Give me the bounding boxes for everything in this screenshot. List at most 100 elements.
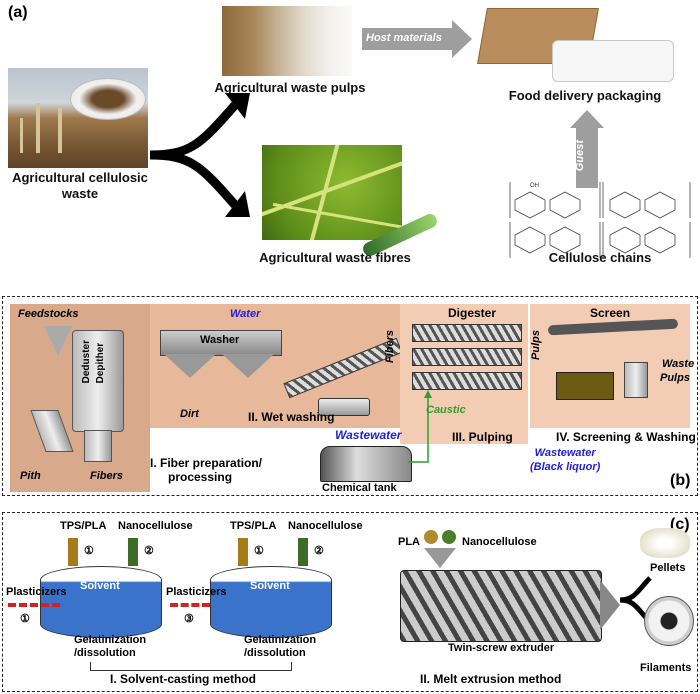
- deduster-column: [72, 330, 124, 432]
- extruder-die: [600, 580, 620, 630]
- chemical-tank: [320, 446, 412, 482]
- oh-label: OH: [530, 183, 539, 189]
- twin-screw-barrel: [400, 570, 602, 642]
- cellulose-chains-diagram: [509, 182, 691, 258]
- stage-1-label: I. Fiber preparation/ processing: [150, 456, 262, 484]
- nanocellulose-label-2: Nanocellulose: [288, 520, 363, 532]
- caustic-feed-line: [408, 390, 432, 463]
- pellets-tray-image: [70, 78, 146, 120]
- method-1-bracket: [90, 662, 292, 671]
- plastic-container-image: [552, 40, 674, 82]
- digester-tube-3: [412, 372, 522, 390]
- plasticizers-label-2: Plasticizers: [166, 586, 227, 598]
- wastewater-label: Wastewater: [335, 428, 402, 442]
- water-label: Water: [230, 308, 261, 320]
- step-2-a: ②: [144, 545, 154, 557]
- tps-pla-label-2: TPS/PLA: [230, 520, 277, 532]
- feed-hopper: [44, 326, 72, 356]
- beaker-1: [40, 566, 162, 638]
- pulps-vertical-label: Pulps: [530, 330, 542, 360]
- step-2-b: ②: [314, 545, 324, 557]
- gelatinization-line-1: Gelatinization: [74, 634, 147, 646]
- gelatinization-line-2: /dissolution: [74, 647, 136, 659]
- pulps-out-label: Pulps: [660, 372, 690, 384]
- tps-feed-arrow-2: [238, 538, 248, 566]
- waste-pulps-photo: [222, 6, 352, 76]
- cellulose-caption: Cellulose chains: [548, 250, 652, 265]
- packaging-caption: Food delivery packaging: [508, 88, 662, 103]
- source-caption: Agricultural cellulosic waste: [0, 170, 160, 202]
- stage-1-line-1: I. Fiber preparation/: [150, 456, 263, 470]
- host-arrow-shaft: [362, 28, 454, 50]
- deduster-label: Deduster Depither: [80, 340, 108, 383]
- guest-arrow-shaft: [576, 128, 598, 188]
- fibre-vein-3: [272, 202, 402, 231]
- screening-tank: [556, 372, 614, 400]
- nanocellulose-label-3: Nanocellulose: [462, 536, 537, 548]
- digester-tube-1: [412, 324, 522, 342]
- host-label: Host materials: [366, 32, 442, 44]
- feedstocks-label: Feedstocks: [18, 308, 79, 320]
- guest-arrow: Guest: [570, 110, 604, 190]
- panel-c-frame: [2, 512, 698, 692]
- dirt-label: Dirt: [180, 408, 199, 420]
- solvent-label-1: Solvent: [80, 580, 120, 592]
- method-1-label: I. Solvent-casting method: [110, 672, 257, 686]
- black-liquor-line-2: (Black liquor): [530, 461, 601, 473]
- fibers-vertical-label: Fibers: [384, 330, 396, 364]
- black-liquor-label: Wastewater (Black liquor): [530, 446, 600, 474]
- host-arrow-head: [452, 20, 472, 58]
- step-3: ③: [184, 613, 194, 625]
- stage-3-label: III. Pulping: [452, 430, 513, 444]
- screen-label: Screen: [590, 306, 631, 320]
- fibres-caption: Agricultural waste fibres: [259, 250, 411, 265]
- step-1-b: ①: [254, 545, 264, 557]
- pump-unit: [318, 398, 370, 416]
- host-arrow: Host materials: [362, 20, 472, 58]
- extruder-hopper: [424, 548, 456, 568]
- stalk-2: [58, 108, 62, 153]
- panel-b-frame: [2, 296, 698, 496]
- stage-4-label: IV. Screening & Washing: [556, 430, 696, 444]
- waste-label: Waste: [662, 358, 695, 370]
- plasticizer-arrow-1: [8, 603, 60, 607]
- beaker-2: [210, 566, 332, 638]
- plasticizers-label-1: Plasticizers: [6, 586, 67, 598]
- tps-pla-label-1: TPS/PLA: [60, 520, 107, 532]
- step-1-c: ①: [20, 613, 30, 625]
- nanocellulose-granules-icon: [442, 530, 456, 544]
- filaments-label: Filaments: [640, 662, 692, 674]
- pla-granules-icon: [424, 530, 438, 544]
- nano-feed-arrow-1: [128, 538, 138, 566]
- stage-1-line-2: processing: [168, 470, 233, 484]
- gelatinization-line-3: Gelatinization: [244, 634, 317, 646]
- nanocellulose-label-1: Nanocellulose: [118, 520, 193, 532]
- gelatinization-label-2: Gelatinization /dissolution: [244, 634, 316, 660]
- step-1-a: ①: [84, 545, 94, 557]
- pith-label: Pith: [20, 470, 41, 482]
- packaging-photo: [477, 4, 682, 84]
- pulps-caption: Agricultural waste pulps: [214, 80, 366, 95]
- tps-feed-arrow-1: [68, 538, 78, 566]
- guest-arrow-head: [570, 110, 604, 128]
- washer-label: Washer: [200, 334, 240, 346]
- source-caption-line-1: Agricultural cellulosic: [12, 170, 148, 185]
- digester-tube-2: [412, 348, 522, 366]
- fibers-outlet: [84, 430, 112, 462]
- filter-unit: [624, 362, 648, 398]
- nano-feed-arrow-2: [298, 538, 308, 566]
- washer-tank: [160, 330, 282, 356]
- gelatinization-label-1: Gelatinization /dissolution: [74, 634, 146, 660]
- washer-cone-2: [222, 354, 274, 378]
- pellets-label: Pellets: [650, 562, 686, 574]
- stage-2-label: II. Wet washing: [248, 410, 335, 424]
- panel-b-label: (b): [670, 472, 691, 489]
- depither-text: Depither: [95, 342, 106, 384]
- filament-spool-image: [644, 596, 694, 646]
- gelatinization-line-4: /dissolution: [244, 647, 306, 659]
- deduster-text: Deduster: [81, 340, 92, 384]
- pla-label: PLA: [398, 536, 420, 548]
- method-2-label: II. Melt extrusion method: [420, 672, 562, 686]
- extruder-label: Twin-screw extruder: [448, 642, 555, 654]
- stalk-1: [36, 103, 40, 153]
